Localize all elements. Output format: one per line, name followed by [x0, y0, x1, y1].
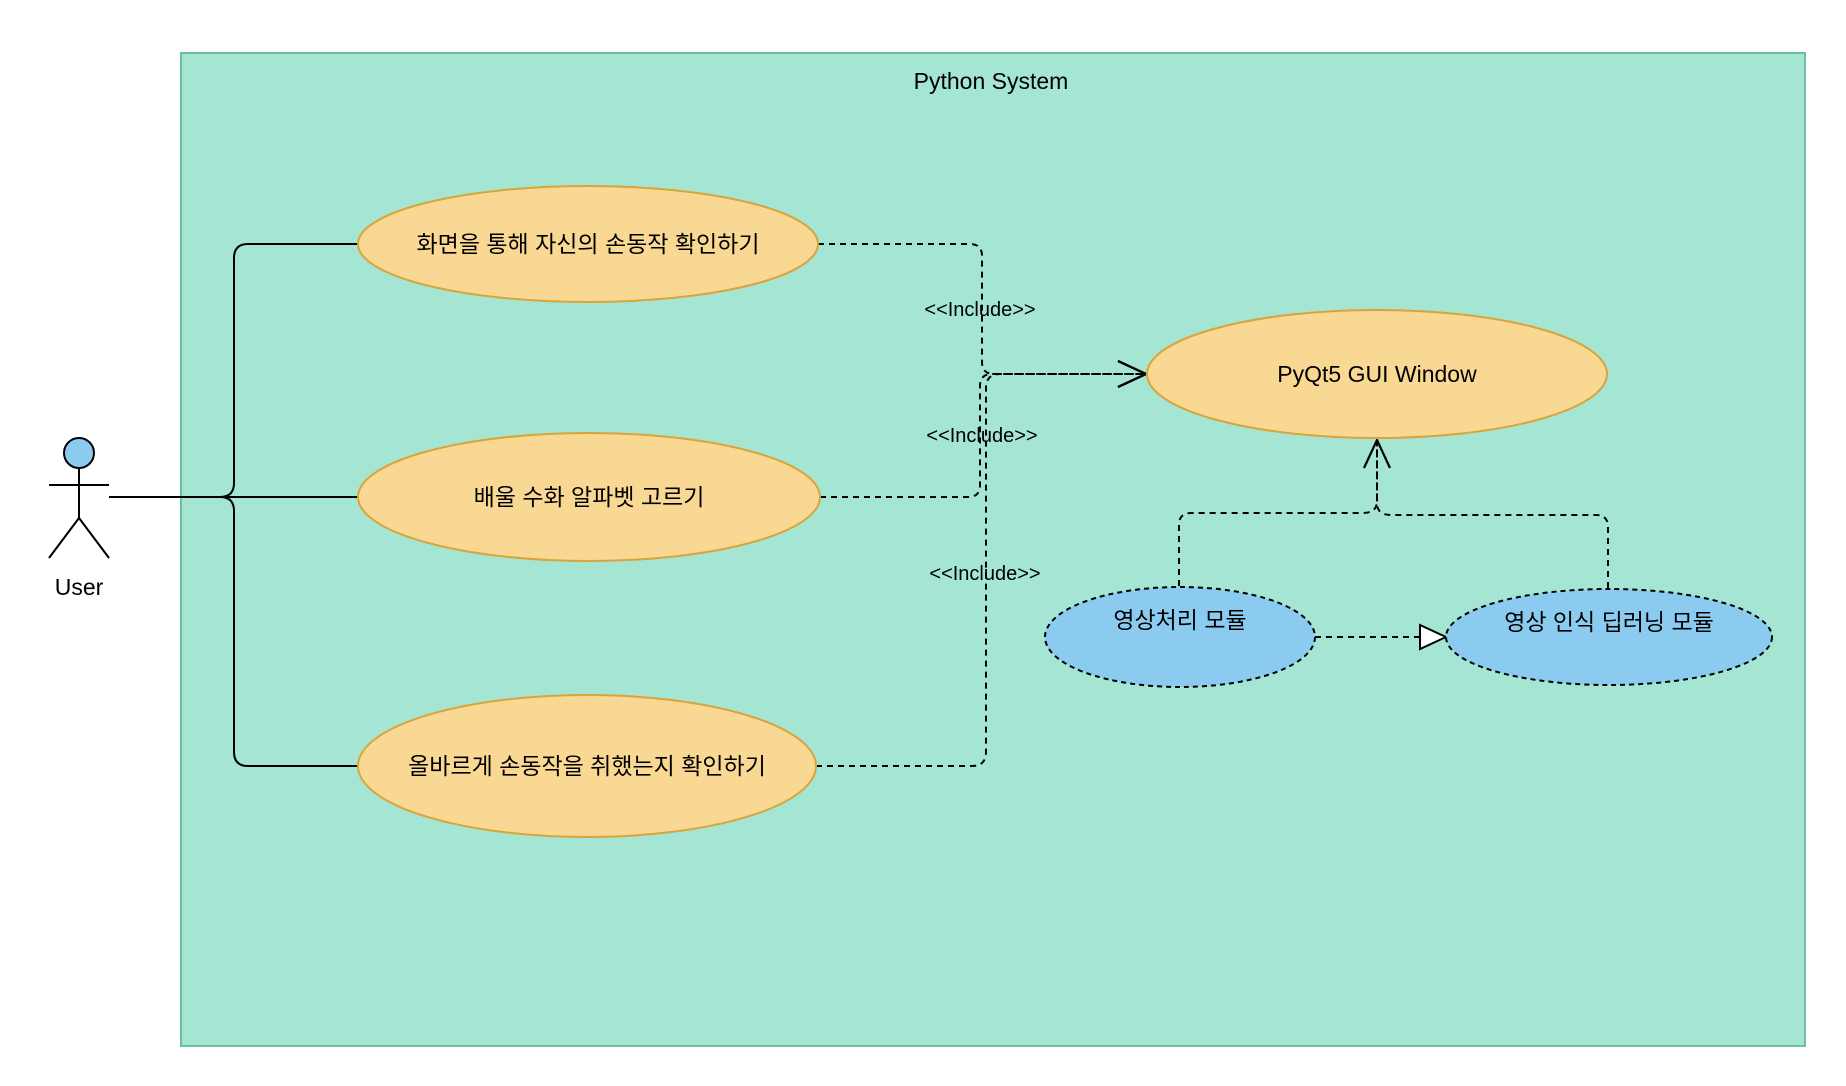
- module-image-processing[interactable]: 영상처리 모듈: [1044, 586, 1316, 688]
- use-case-choose-alphabet[interactable]: 배울 수화 알파벳 고르기: [357, 432, 821, 562]
- include-line-uc1: [818, 243, 1149, 388]
- use-case-check-gesture[interactable]: 올바르게 손동작을 취했는지 확인하기: [357, 694, 817, 838]
- association-line-uc3: [109, 496, 358, 767]
- include-stereotype-3: <<Include>>: [929, 563, 1040, 585]
- module-label: 영상 인식 딥러닝 모듈: [1504, 609, 1714, 635]
- system-boundary: [180, 52, 1806, 1047]
- system-title: Python System: [914, 68, 1069, 94]
- actor-leg-left: [48, 517, 80, 559]
- actor-user[interactable]: User: [48, 437, 110, 600]
- use-case-label: 올바르게 손동작을 취했는지 확인하기: [408, 753, 766, 779]
- use-case-label: 화면을 통해 자신의 손동작 확인하기: [417, 231, 760, 257]
- actor-head: [63, 437, 95, 469]
- module-deep-learning[interactable]: 영상 인식 딥러닝 모듈: [1445, 588, 1773, 686]
- use-case-label: 배울 수화 알파벳 고르기: [474, 484, 705, 510]
- module-label: 영상처리 모듈: [1113, 607, 1246, 633]
- use-case-label: PyQt5 GUI Window: [1277, 361, 1477, 387]
- dependency-line-dl: [1376, 440, 1609, 588]
- use-case-pyqt-gui-window[interactable]: PyQt5 GUI Window: [1146, 309, 1608, 439]
- use-case-view-hand-gesture[interactable]: 화면을 통해 자신의 손동작 확인하기: [357, 185, 819, 303]
- actor-label: User: [55, 574, 104, 600]
- include-line-uc2: [820, 360, 1149, 498]
- dependency-line-img-proc: [1178, 437, 1391, 586]
- include-stereotype-1: <<Include>>: [924, 299, 1035, 321]
- include-stereotype-2: <<Include>>: [926, 425, 1037, 447]
- actor-leg-right: [78, 517, 110, 559]
